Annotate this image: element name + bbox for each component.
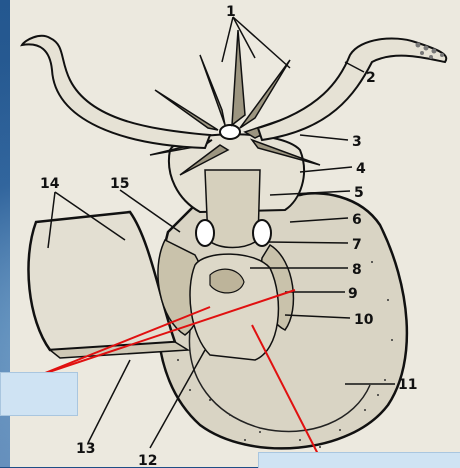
label-5: 5 xyxy=(354,185,364,201)
label-13: 13 xyxy=(76,441,95,457)
label-11: 11 xyxy=(398,377,417,393)
label-4: 4 xyxy=(356,161,366,177)
label-2: 2 xyxy=(366,70,376,86)
label-9: 9 xyxy=(348,286,358,302)
label-8: 8 xyxy=(352,262,362,278)
answer-box-left xyxy=(0,372,78,416)
beak xyxy=(220,125,240,139)
label-6: 6 xyxy=(352,212,362,228)
label-14: 14 xyxy=(40,176,60,192)
right-tentacle xyxy=(258,38,446,140)
label-3: 3 xyxy=(352,134,362,150)
left-eye xyxy=(196,220,214,246)
left-tentacle xyxy=(22,36,210,148)
label-7: 7 xyxy=(352,237,362,253)
visceral-mass xyxy=(190,254,278,360)
label-10: 10 xyxy=(354,312,374,328)
label-15: 15 xyxy=(110,176,129,192)
answer-box-bottom xyxy=(258,452,460,468)
label-1: 1 xyxy=(226,4,236,20)
label-12: 12 xyxy=(138,453,157,467)
